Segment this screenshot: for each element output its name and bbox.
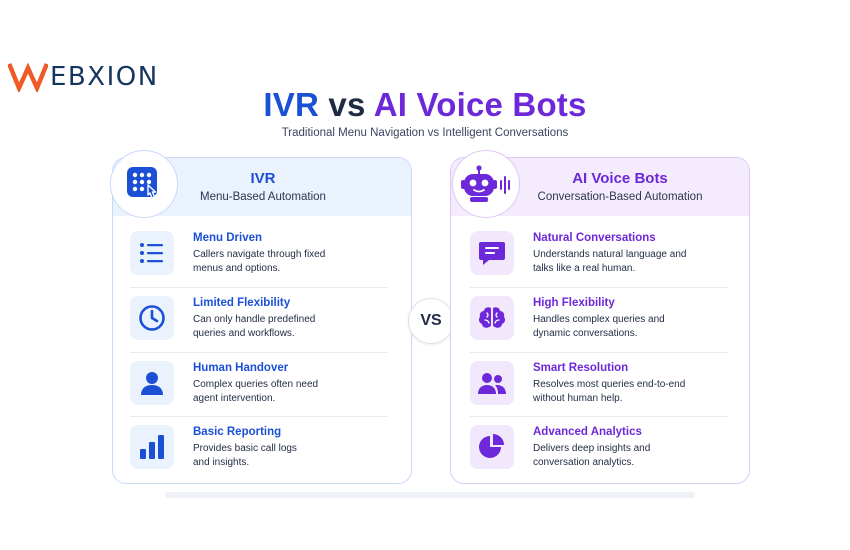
item-desc-line1: Complex queries often need (193, 379, 319, 390)
divider (470, 352, 728, 353)
keypad-tap-icon (110, 150, 178, 218)
list-icon (130, 231, 174, 275)
ivr-card-subtitle: Menu-Based Automation (200, 191, 326, 203)
item-title: Smart Resolution (533, 362, 629, 374)
list-item: Natural Conversations Understands natura… (470, 231, 686, 276)
list-item: Human Handover Complex queries often nee… (130, 361, 318, 406)
divider (130, 352, 388, 353)
list-item: Basic Reporting Provides basic call logs… (130, 425, 297, 470)
webxion-logo: EBXION (8, 62, 159, 92)
page-subtitle: Traditional Menu Navigation vs Intellige… (281, 127, 569, 139)
item-desc-line2: and insights. (193, 457, 250, 468)
divider (130, 287, 388, 288)
brain-icon (470, 296, 514, 340)
divider (470, 416, 728, 417)
pie-chart-icon (470, 425, 514, 469)
list-item: Smart Resolution Resolves most queries e… (470, 361, 685, 406)
item-title: Natural Conversations (533, 232, 656, 244)
person-icon (130, 361, 174, 405)
item-desc-line2: dynamic conversations. (533, 328, 638, 339)
ivr-card-title: IVR (250, 170, 276, 187)
list-item: Menu Driven Callers navigate through fix… (130, 231, 325, 276)
vs-badge: VS (408, 298, 454, 344)
page-title: IVR vs AI Voice Bots (0, 86, 850, 124)
item-desc-line1: Callers navigate through fixed (193, 249, 326, 260)
title-ai: AI Voice Bots (373, 86, 587, 123)
title-vs: vs (328, 86, 366, 123)
item-title: Advanced Analytics (533, 426, 642, 438)
ai-card-title: AI Voice Bots (572, 170, 668, 187)
item-desc-line1: Delivers deep insights and (533, 443, 651, 454)
clock-icon (130, 296, 174, 340)
list-item: Advanced Analytics Delivers deep insight… (470, 425, 650, 470)
chat-bubble-icon (470, 231, 514, 275)
item-desc-line1: Understands natural language and (533, 249, 687, 260)
logo-text: EBXION (50, 62, 159, 92)
bar-chart-icon (130, 425, 174, 469)
users-icon (470, 361, 514, 405)
item-desc-line2: menus and options. (193, 263, 281, 274)
item-desc-line1: Provides basic call logs (193, 443, 297, 454)
list-item: High Flexibility Handles complex queries… (470, 296, 665, 341)
divider (130, 416, 388, 417)
bottom-shadow (165, 492, 695, 498)
item-title: High Flexibility (533, 297, 615, 309)
webxion-logo-mark-icon (8, 62, 48, 92)
divider (470, 287, 728, 288)
item-desc-line2: agent intervention. (193, 393, 276, 404)
ai-card-subtitle: Conversation-Based Automation (537, 191, 703, 203)
robot-voice-icon (452, 150, 520, 218)
item-desc-line2: conversation analytics. (533, 457, 635, 468)
item-title: Limited Flexibility (193, 297, 291, 309)
item-desc-line1: Handles complex queries and (533, 314, 665, 325)
list-item: Limited Flexibility Can only handle pred… (130, 296, 315, 341)
item-desc-line2: talks like a real human. (533, 263, 636, 274)
title-ivr: IVR (263, 86, 320, 123)
item-desc-line2: queries and workflows. (193, 328, 295, 339)
item-title: Menu Driven (193, 232, 263, 244)
item-desc-line1: Can only handle predefined (193, 314, 316, 325)
item-desc-line1: Resolves most queries end-to-end (533, 379, 686, 390)
item-title: Basic Reporting (193, 426, 282, 438)
item-desc-line2: without human help. (533, 393, 623, 404)
item-title: Human Handover (193, 362, 289, 374)
